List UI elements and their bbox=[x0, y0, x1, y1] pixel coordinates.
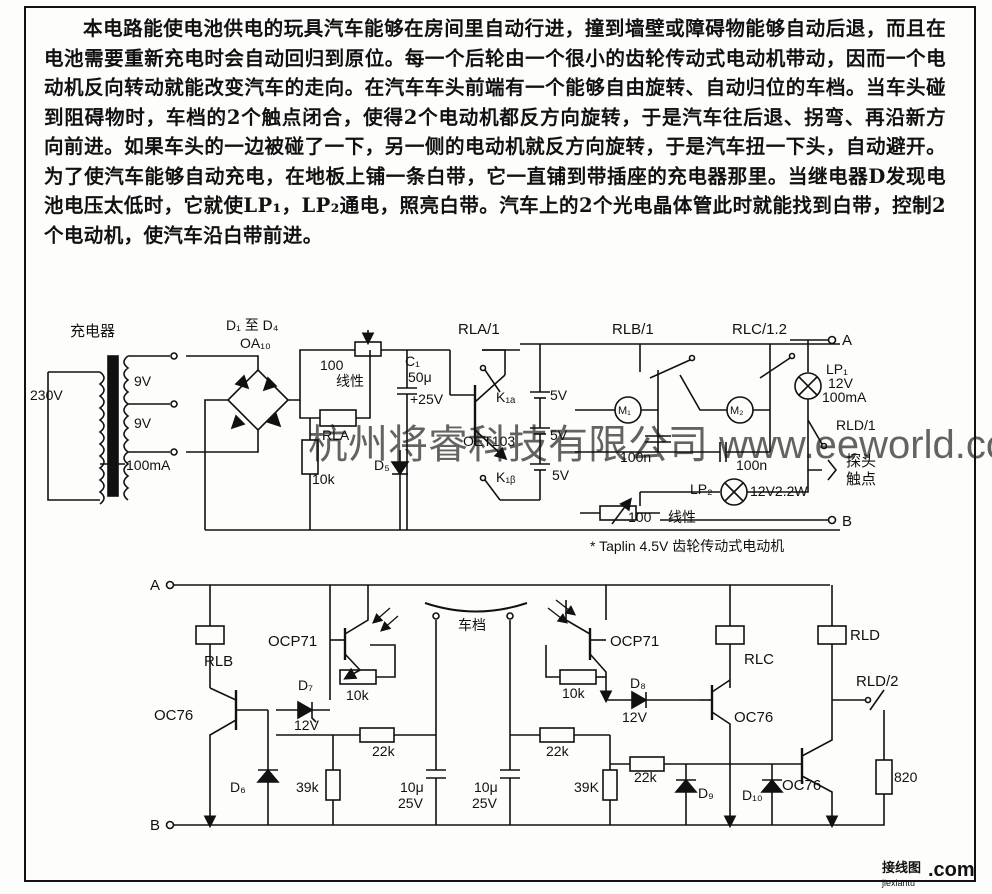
label-zener-12v-right: 12V bbox=[622, 709, 648, 725]
label-d9: D₉ bbox=[698, 785, 714, 801]
label-oc76-left: OC76 bbox=[154, 707, 193, 724]
label-m2: M₂ bbox=[730, 405, 743, 417]
label-c1-value: 50μ bbox=[408, 369, 432, 385]
label-oc76-far-right: OC76 bbox=[782, 777, 821, 794]
relay-rld-coil bbox=[817, 625, 847, 645]
label-rla: RLA bbox=[322, 427, 350, 443]
label-25v-left: 25V bbox=[398, 795, 424, 811]
label-rld2: RLD/2 bbox=[856, 673, 899, 690]
logo-com: .com bbox=[928, 859, 975, 881]
light-arrows-right bbox=[547, 599, 577, 624]
figure-frame bbox=[24, 6, 976, 882]
label-9v-a: 9V bbox=[134, 373, 152, 389]
relay-rlc-coil bbox=[715, 625, 745, 645]
bridge-rectifier bbox=[204, 349, 355, 530]
label-9v-b: 9V bbox=[134, 415, 152, 431]
label-22k-right-2: 22k bbox=[634, 769, 658, 785]
label-10u-left: 10μ bbox=[400, 779, 424, 795]
label-zener-12v-left: 12V bbox=[294, 717, 320, 733]
label-d1-d4: D₁ 至 D₄ bbox=[226, 317, 279, 333]
label-lp2-rating: 12V2.2W bbox=[750, 483, 808, 499]
resistor-10k-left bbox=[339, 669, 377, 685]
label-rlb: RLB bbox=[204, 653, 233, 670]
label-rail-b: B bbox=[150, 817, 160, 834]
label-pot2-100: 100 bbox=[628, 509, 652, 525]
label-rail-a: A bbox=[150, 577, 160, 594]
label-39k-left: 39k bbox=[296, 779, 320, 795]
label-lp1-current: 100mA bbox=[822, 389, 867, 405]
label-c1: C₁ bbox=[405, 353, 420, 369]
relay-rlb-coil bbox=[195, 625, 225, 645]
label-oet103: OET103 bbox=[463, 433, 515, 449]
label-rla1: RLA/1 bbox=[458, 321, 500, 338]
label-k1a: K₁ₐ bbox=[496, 389, 516, 405]
label-10k-left: 10k bbox=[346, 687, 370, 703]
light-arrows-left bbox=[372, 607, 399, 632]
label-10u-right: 10μ bbox=[474, 779, 498, 795]
label-rld1: RLD/1 bbox=[836, 417, 876, 433]
label-node-b: B bbox=[842, 513, 852, 530]
label-d8: D₈ bbox=[630, 675, 646, 691]
label-d10: D₁₀ bbox=[742, 787, 763, 803]
label-oc76-right: OC76 bbox=[734, 709, 773, 726]
label-230v: 230V bbox=[30, 387, 63, 403]
site-logo: 接线图 .com jiexiantu bbox=[881, 859, 975, 888]
label-lp2: LP₂ bbox=[690, 481, 713, 497]
upper-circuit bbox=[47, 330, 840, 531]
label-pot-linear: 线性 bbox=[336, 373, 364, 389]
label-5v-a: 5V bbox=[550, 387, 568, 403]
resistor-22k-left bbox=[359, 727, 395, 743]
label-d5: D₅ bbox=[374, 457, 390, 473]
label-probe: 探头 bbox=[846, 453, 876, 470]
label-k1b: K₁ᵦ bbox=[496, 469, 516, 485]
label-contact: 触点 bbox=[846, 471, 876, 488]
label-10k-right: 10k bbox=[562, 685, 586, 701]
label-ocp71-right: OCP71 bbox=[610, 633, 659, 650]
label-rlb1: RLB/1 bbox=[612, 321, 654, 338]
label-rld: RLD bbox=[850, 627, 880, 644]
pot-100-linear bbox=[354, 341, 382, 357]
label-5v-c: 5V bbox=[552, 467, 570, 483]
label-bumper: 车档 bbox=[458, 617, 486, 633]
label-lp1-voltage: 12V bbox=[828, 375, 854, 391]
label-m1: M₁ bbox=[618, 405, 631, 417]
label-pot2-linear: 线性 bbox=[668, 509, 696, 525]
label-10k: 10k bbox=[312, 471, 336, 487]
logo-url: jiexiantu bbox=[881, 878, 915, 888]
lower-circuit bbox=[165, 580, 893, 830]
description-paragraph: 本电路能使电池供电的玩具汽车能够在房间里自动行进，撞到墙壁或障碍物能够自动后退，… bbox=[44, 17, 946, 247]
label-rlc: RLC bbox=[744, 651, 774, 668]
label-oa10: OA₁₀ bbox=[240, 335, 271, 351]
logo-chinese: 接线图 bbox=[882, 860, 921, 875]
label-5v-b: 5V bbox=[550, 427, 568, 443]
label-pot-100: 100 bbox=[320, 357, 344, 373]
label-motor-note: * Taplin 4.5V 齿轮传动式电动机 bbox=[590, 538, 784, 554]
label-25v-right: 25V bbox=[472, 795, 498, 811]
label-820: 820 bbox=[894, 769, 918, 785]
label-22k-right-1: 22k bbox=[546, 743, 570, 759]
label-100ma: 100mA bbox=[126, 457, 171, 473]
label-39k-right: 39K bbox=[574, 779, 600, 795]
label-node-a: A bbox=[842, 332, 852, 349]
label-d6: D₆ bbox=[230, 779, 246, 795]
watermark: 杭州将睿科技有限公司 www.eeworld.com.cn bbox=[308, 423, 992, 467]
label-100n-b: 100n bbox=[736, 457, 767, 473]
label-c1-voltage: +25V bbox=[410, 391, 444, 407]
label-ocp71-left: OCP71 bbox=[268, 633, 317, 650]
label-22k-left: 22k bbox=[372, 743, 396, 759]
label-100n-a: 100n bbox=[620, 449, 651, 465]
label-d7: D₇ bbox=[298, 677, 313, 693]
label-charger: 充电器 bbox=[70, 323, 115, 340]
resistor-820 bbox=[875, 759, 893, 795]
transformer bbox=[47, 352, 178, 505]
label-rlc12: RLC/1.2 bbox=[732, 321, 787, 338]
label-lp1: LP₁ bbox=[826, 361, 848, 377]
